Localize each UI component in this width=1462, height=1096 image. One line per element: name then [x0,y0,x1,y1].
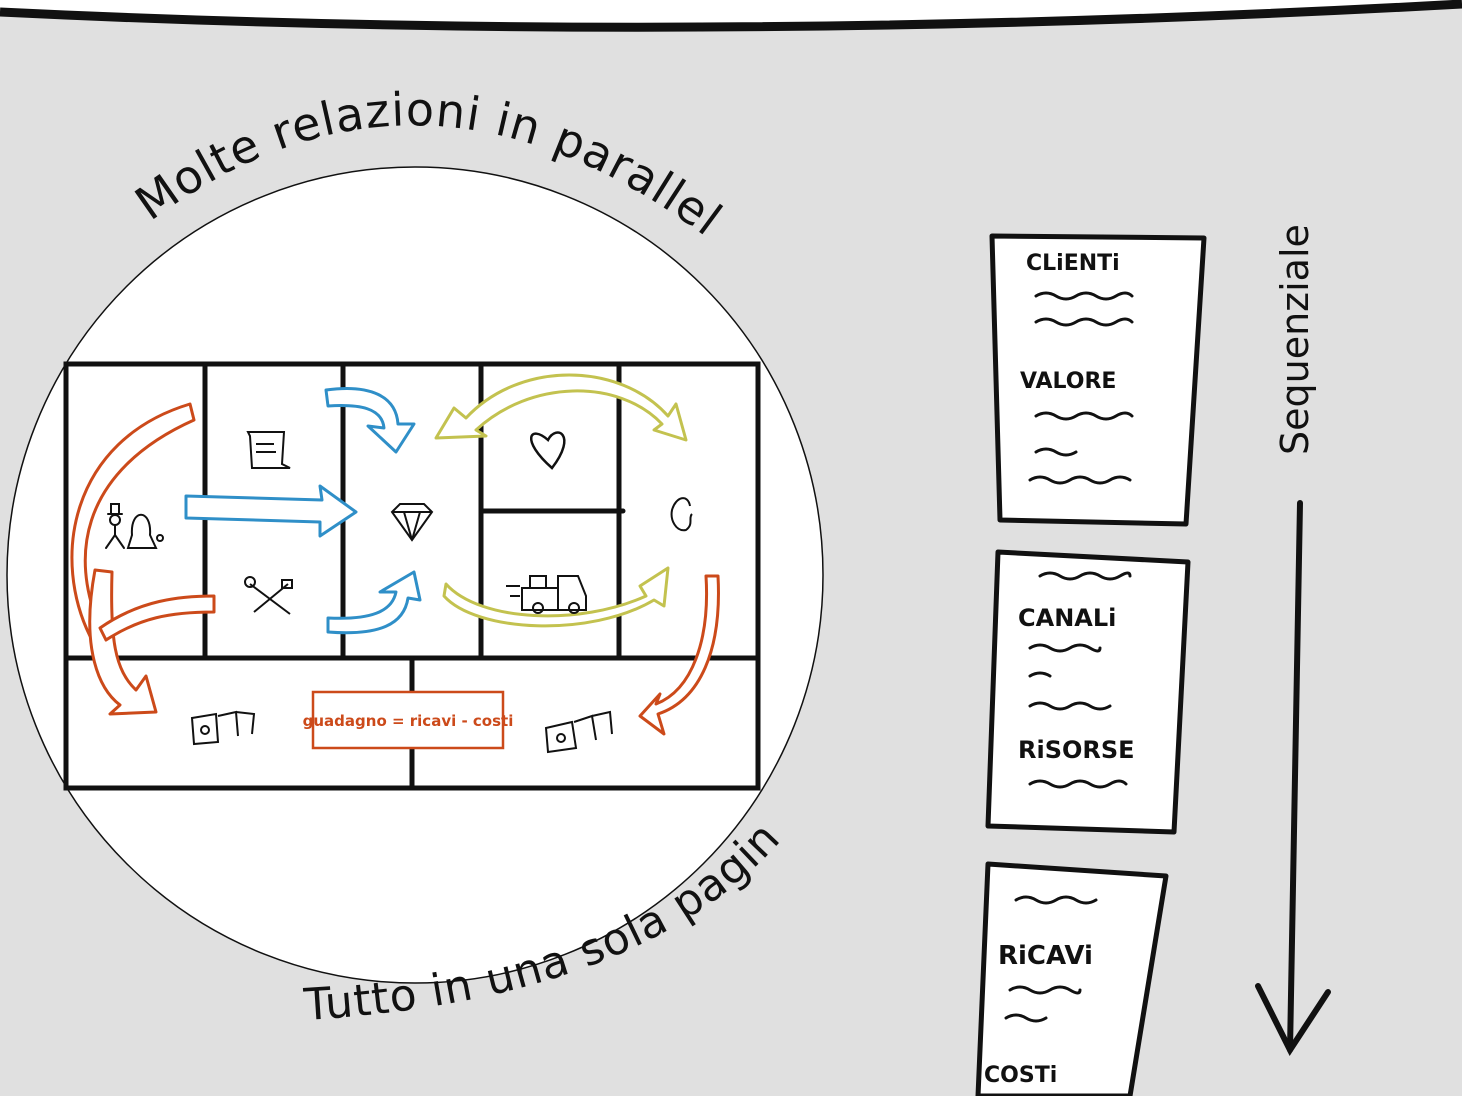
sheet-heading: RiCAVi [998,941,1093,971]
tools-icon [244,576,293,615]
sheet-1: CLiENTi VALORE [989,233,1207,527]
yellow-arrow-bottom [442,566,670,628]
orange-arrows [70,402,720,736]
orange-arrow-right [638,574,720,736]
sheet-heading: COSTi [984,1063,1057,1088]
money-icon [190,710,256,746]
blue-arrow-straight [184,484,358,538]
diamond-icon [390,503,434,542]
document-icon [246,431,291,469]
scribble-lines [1004,895,1098,1023]
sheet-heading: RiSORSE [1018,736,1135,764]
blue-arrow-bottom [326,570,422,635]
orange-arrow-join [98,594,216,642]
yellow-arrows [434,373,688,628]
sheet-2: CANALi RiSORSE [985,549,1191,835]
sheet-paper [985,549,1191,835]
top-border-line [0,0,1462,32]
money-icon [544,710,613,754]
truck-icon [506,575,587,614]
scribble-lines [1028,291,1134,485]
sheet-heading: VALORE [1020,369,1116,394]
sequential-label: Sequenziale [1273,224,1317,455]
sheet-heading: CANALi [1018,604,1116,632]
heart-icon [530,431,566,470]
face-icon [670,497,693,532]
scribble-lines [1028,571,1132,789]
profit-formula-box [311,690,505,750]
sequential-arrow [1255,500,1331,1057]
blue-arrows [184,387,422,635]
profit-formula: guadagno = ricavi - costi [303,712,514,730]
yellow-arrow-double [434,373,688,442]
partners-icon [105,503,164,549]
sheet-paper [975,861,1169,1096]
sheet-paper [989,233,1207,527]
sheet-heading: CLiENTi [1026,251,1120,276]
blue-arrow-top [324,387,416,454]
sheet-3: RiCAVi COSTi [975,861,1169,1096]
